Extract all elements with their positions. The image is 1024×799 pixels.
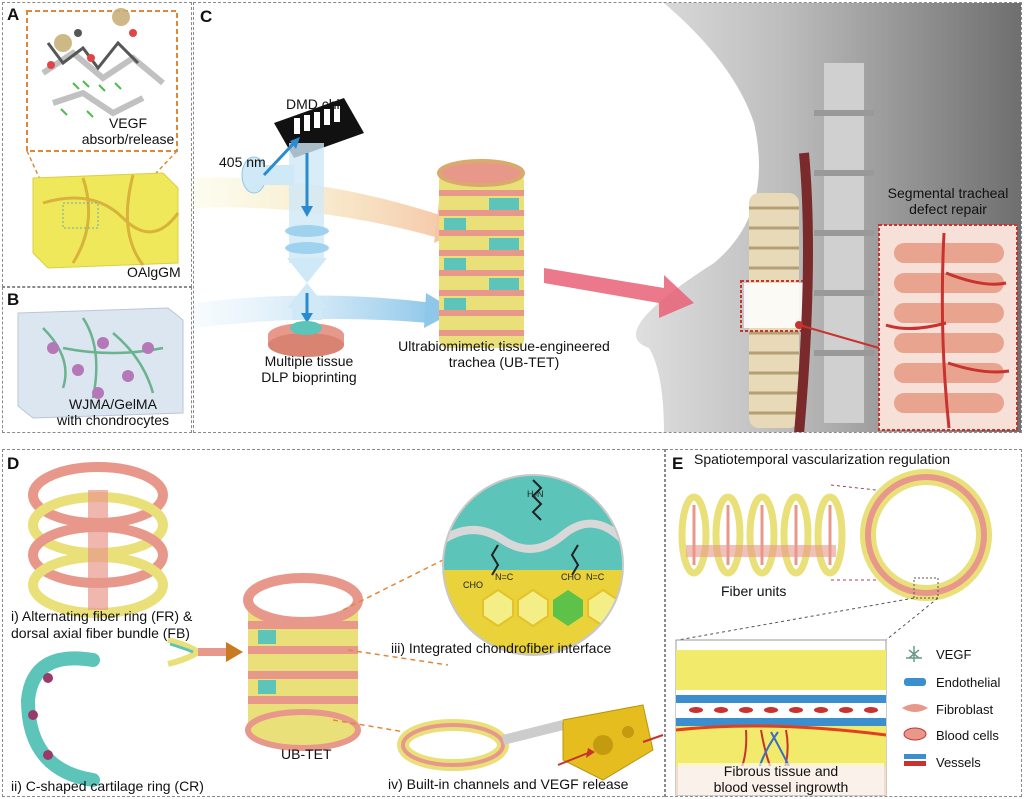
panel-b: B WJMA/GelMA with chondrocytes — [2, 287, 192, 433]
ingrowth-line1: Fibrous tissue and — [723, 763, 839, 779]
bioprinting-line1: Multiple tissue — [264, 353, 354, 369]
bioprinting-line2: DLP bioprinting — [261, 369, 357, 385]
c-cartilage-ring-icon — [20, 651, 100, 787]
fiber-ring-line1: i) Alternating fiber ring (FR) & — [11, 608, 193, 624]
ubtet-scaffold-icon — [437, 159, 525, 348]
chem-cho-right: CHO — [561, 572, 581, 582]
panel-a-art — [26, 8, 180, 269]
segmental-line1: Segmental tracheal — [887, 185, 1009, 201]
chem-nc-left: N=C — [495, 572, 514, 582]
c-ring-caption: ii) C-shaped cartilage ring (CR) — [11, 778, 204, 794]
legend-endothelial: Endothelial — [936, 675, 1001, 690]
fiber-units-label: Fiber units — [721, 583, 787, 599]
legend-fibroblast: Fibroblast — [936, 702, 994, 717]
vessels-icon — [904, 754, 926, 766]
interface-caption: iii) Integrated chondrofiber interface — [391, 640, 612, 656]
panel-e-title: Spatiotemporal vascularization regulatio… — [694, 451, 951, 467]
panel-e-label: E — [672, 454, 684, 473]
interface-zoom-circle — [443, 475, 623, 655]
panel-b-label: B — [7, 290, 20, 309]
wjma-caption-line1: WJMA/GelMA — [69, 396, 157, 412]
vegf-caption-line2: absorb/release — [81, 131, 175, 147]
panel-d-label: D — [7, 454, 20, 473]
dmd-chip-label: DMD chip — [286, 96, 348, 112]
fiber-ring-caption: i) Alternating fiber ring (FR) & dorsal … — [11, 608, 241, 642]
hydrogel-block — [32, 172, 179, 269]
endothelial-icon — [904, 678, 926, 686]
blood-cell-icon — [903, 727, 927, 741]
wjma-caption: WJMA/GelMA with chondrocytes — [43, 396, 183, 428]
chondrocyte-icon — [47, 337, 154, 399]
ubtet-combined-icon — [243, 573, 363, 751]
merge-arrow-icon — [167, 637, 243, 667]
panel-b-art — [17, 307, 184, 419]
repair-rings — [885, 232, 1010, 429]
legend-vegf: VEGF — [936, 647, 972, 662]
panel-a: A VEGF absorb/release OAlgGM — [2, 2, 192, 287]
wavelength-label: 405 nm — [219, 154, 266, 170]
molecule-network-icon — [41, 8, 165, 118]
wjma-caption-line2: with chondrocytes — [56, 412, 170, 428]
panel-c-art — [194, 3, 1021, 432]
oalggm-label: OAlgGM — [127, 264, 181, 280]
fiber-ring-spring-icon — [28, 462, 168, 618]
panel-d-art — [20, 462, 664, 787]
segmental-caption: Segmental tracheal defect repair — [874, 185, 1021, 217]
channels-caption: iv) Built-in channels and VEGF release — [388, 776, 629, 792]
ingrowth-line2: blood vessel ingrowth — [713, 779, 849, 795]
trachea-icon — [740, 152, 813, 432]
segmental-line2: defect repair — [909, 201, 987, 217]
fibroblast-icon — [902, 704, 928, 712]
chem-nc-right: N=C — [586, 572, 605, 582]
ubtet-line1: Ultrabiomimetic tissue-engineered — [398, 338, 610, 354]
fiber-units-icon — [678, 493, 846, 577]
panel-c-label: C — [200, 7, 213, 26]
vegf-caption-line1: VEGF — [108, 115, 148, 131]
bioprinting-caption: Multiple tissue DLP bioprinting — [244, 353, 374, 385]
chem-h2n: H₂N — [527, 489, 544, 499]
single-ring-channel-icon — [397, 704, 664, 781]
vegf-caption: VEGF absorb/release — [73, 115, 183, 147]
fiber-ring-line2: dorsal axial fiber bundle (FB) — [11, 625, 190, 641]
spine-icon — [814, 63, 874, 423]
petri-dish-icon — [268, 321, 344, 357]
panel-d: D i) Alternating fiber ring (FR) & dorsa… — [2, 449, 665, 797]
legend-vessels: Vessels — [936, 755, 981, 770]
panel-c: C DMD chip 405 nm Multiple tissue DLP bi… — [193, 2, 1022, 433]
fiber-ring-cross-section-icon — [860, 469, 992, 601]
chem-cho-left: CHO — [463, 580, 483, 590]
panel-e-art — [675, 469, 992, 796]
optics-path-icon — [241, 137, 329, 323]
ingrowth-caption: Fibrous tissue and blood vessel ingrowth — [678, 763, 884, 795]
ubtet-d-label: UB-TET — [281, 746, 332, 762]
panel-a-label: A — [7, 5, 20, 24]
vegf-icon — [906, 646, 922, 662]
legend-blood-cells: Blood cells — [936, 728, 999, 743]
panel-e: E Spatiotemporal vascularization regulat… — [665, 449, 1022, 797]
ubtet-caption: Ultrabiomimetic tissue-engineered trache… — [374, 338, 634, 370]
ubtet-line2: trachea (UB-TET) — [448, 354, 560, 370]
